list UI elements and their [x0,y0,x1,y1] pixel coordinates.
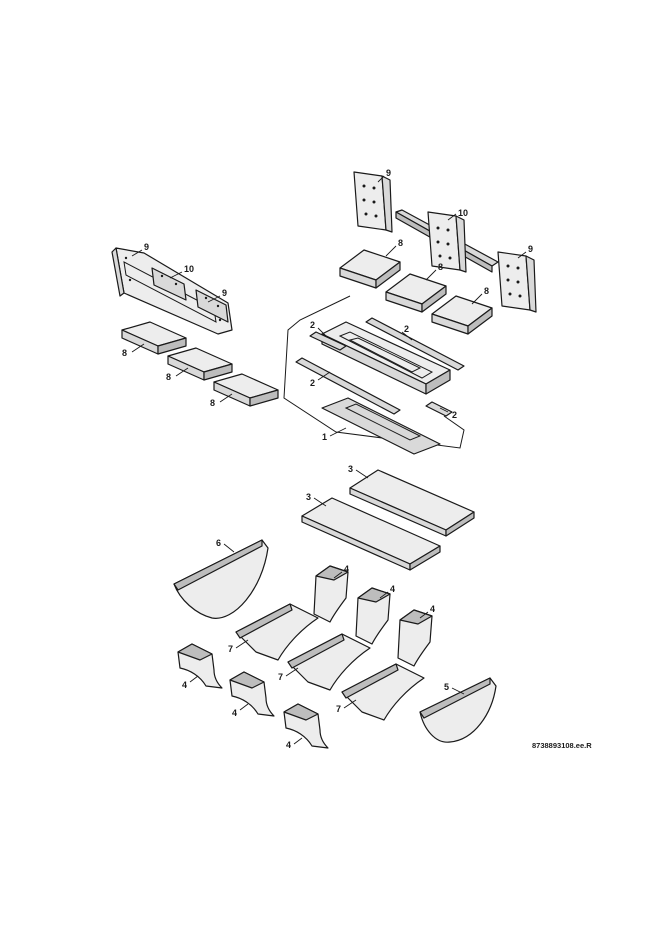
callout-8-right-c: 8 [484,286,489,296]
curved-brick-7-b [287,633,371,691]
right-firebrick-3 [431,295,493,335]
callout-5: 5 [444,682,449,692]
callout-3-b: 3 [306,492,311,502]
callout-8-left-c: 8 [210,398,215,408]
callout-2-c: 2 [310,378,315,388]
callout-4-lower-c: 4 [286,740,291,750]
block-4-lower-2 [229,671,275,717]
block-4-upper-2 [355,587,391,645]
side-shell-5 [419,677,497,743]
callout-4-upper-b: 4 [390,584,395,594]
callout-6: 6 [216,538,221,548]
bracket-10-center [427,211,467,273]
callout-2-d: 2 [452,410,457,420]
block-4-upper-3 [397,609,433,667]
callout-2-a: 2 [310,320,315,330]
left-firebrick-3 [213,373,279,407]
callout-8-right-a: 8 [398,238,403,248]
block-4-lower-1 [177,643,223,689]
right-firebrick-1 [339,249,401,289]
callout-8-right-b: 8 [438,262,443,272]
leader-lines [131,175,527,745]
left-firebrick-2 [167,347,233,381]
side-shell-6 [173,539,269,619]
callout-10-right: 10 [458,208,468,218]
callout-9-left-b: 9 [222,288,227,298]
callout-4-lower-b: 4 [232,708,237,718]
base-plate-3-upper [349,469,475,537]
curved-brick-7-c [341,663,425,721]
strip-2-d [425,401,453,417]
baffle-frame [321,321,451,395]
callout-3-a: 3 [348,464,353,474]
right-firebrick-2 [385,273,447,313]
callout-7-b: 7 [278,672,283,682]
callout-4-lower-a: 4 [182,680,187,690]
callout-7-c: 7 [336,704,341,714]
callout-labels: 9 10 9 8 8 8 9 10 9 8 8 8 2 2 2 2 1 3 3 … [122,168,533,750]
strip-2-c [295,357,401,415]
curved-brick-7-a [235,603,319,661]
callout-4-upper-c: 4 [430,604,435,614]
drawing-code: 8738893108.ee.R [532,741,592,750]
left-firebrick-1 [121,321,187,355]
callout-9-right: 9 [528,244,533,254]
block-4-lower-3 [283,703,329,749]
baffle-plate-1 [321,397,441,455]
strip-2-b [365,317,465,371]
bracket-9-right [497,251,537,313]
callout-8-left-b: 8 [166,372,171,382]
group-bracket-outline [283,295,465,449]
callout-8-left-a: 8 [122,348,127,358]
left-back-plate-assembly [111,247,233,335]
callout-10-left: 10 [184,264,194,274]
callout-9-left-a: 9 [144,242,149,252]
callout-7-a: 7 [228,644,233,654]
callout-2-b: 2 [404,324,409,334]
callout-9-top: 9 [386,168,391,178]
callout-1: 1 [322,432,327,442]
callout-4-upper-a: 4 [344,564,349,574]
strip-2-a [309,331,347,351]
block-4-upper-1 [313,565,349,623]
base-plate-3-lower [301,497,441,571]
bracket-9-top [353,171,393,233]
